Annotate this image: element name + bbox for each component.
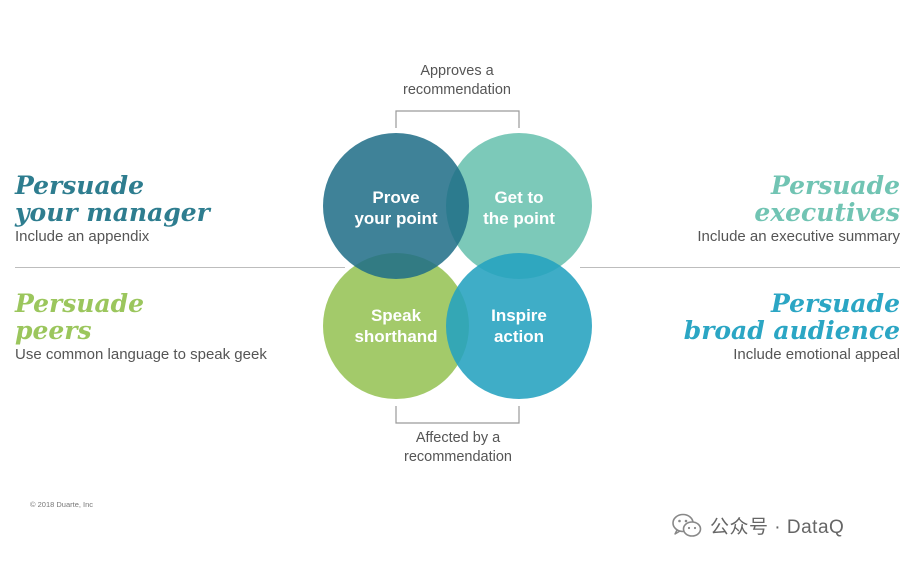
circle-label-top-right-line1: Get to	[494, 188, 544, 207]
circle-top-right	[446, 133, 592, 279]
circle-label-top-right: Get to the point	[454, 187, 584, 229]
divider-right	[580, 267, 900, 268]
quadrant-title-top-left-line2: your manager	[15, 198, 210, 227]
top-bracket-label-line1: Approves a	[420, 63, 494, 79]
circle-bottom-left	[323, 253, 469, 399]
quadrant-title-bottom-left-line1: Persuade	[15, 289, 145, 318]
top-bracket	[395, 110, 520, 128]
watermark: 公众号 · DataQ	[672, 512, 844, 539]
quadrant-title-top-right-line2: executives	[754, 198, 900, 227]
circle-label-bottom-right: Inspire action	[454, 305, 584, 347]
bottom-bracket-label-line2: recommendation	[404, 449, 512, 465]
circle-label-bottom-left-line1: Speak	[370, 306, 422, 325]
bottom-bracket	[395, 406, 520, 424]
circle-label-top-left: Prove your point	[331, 187, 461, 229]
quadrant-title-top-right: Persuade executives	[754, 172, 900, 226]
top-bracket-label: Approves a recommendation	[357, 62, 557, 100]
circle-label-top-left-line1: Prove	[372, 188, 420, 207]
copyright-footer: © 2018 Duarte, Inc	[30, 500, 94, 509]
quadrant-title-top-left: Persuade your manager	[15, 172, 210, 226]
bottom-bracket-label: Affected by a recommendation	[358, 429, 558, 467]
quadrant-title-bottom-right-line2: broad audience	[683, 316, 900, 345]
quadrant-title-top-left-line1: Persuade	[15, 171, 145, 200]
circle-label-bottom-right-line1: Inspire	[491, 306, 547, 325]
quadrant-title-top-right-line1: Persuade	[770, 171, 900, 200]
circle-top-left	[323, 133, 469, 279]
circle-label-bottom-left: Speak shorthand	[331, 305, 461, 347]
circle-label-bottom-left-line2: shorthand	[354, 327, 438, 346]
circle-bottom-right	[446, 253, 592, 399]
quadrant-subtitle-top-right: Include an executive summary	[697, 228, 900, 245]
circle-label-top-left-line2: your point	[354, 209, 438, 228]
quadrant-title-bottom-right: Persuade broad audience	[684, 290, 900, 344]
circle-label-bottom-right-line2: action	[493, 327, 545, 346]
quadrant-subtitle-bottom-right: Include emotional appeal	[733, 346, 900, 363]
quadrant-subtitle-top-left: Include an appendix	[15, 228, 150, 245]
quadrant-title-bottom-left: Persuade peers	[15, 290, 144, 344]
watermark-text: 公众号 · DataQ	[710, 517, 845, 538]
bottom-bracket-label-line1: Affected by a	[415, 430, 501, 446]
divider-left	[15, 267, 345, 268]
quadrant-subtitle-bottom-left: Use common language to speak geek	[15, 346, 267, 363]
top-bracket-label-line2: recommendation	[403, 82, 511, 98]
circle-label-top-right-line2: the point	[483, 209, 555, 228]
wechat-icon	[672, 513, 702, 537]
quadrant-title-bottom-left-line2: peers	[15, 316, 92, 345]
quadrant-title-bottom-right-line1: Persuade	[770, 289, 900, 318]
